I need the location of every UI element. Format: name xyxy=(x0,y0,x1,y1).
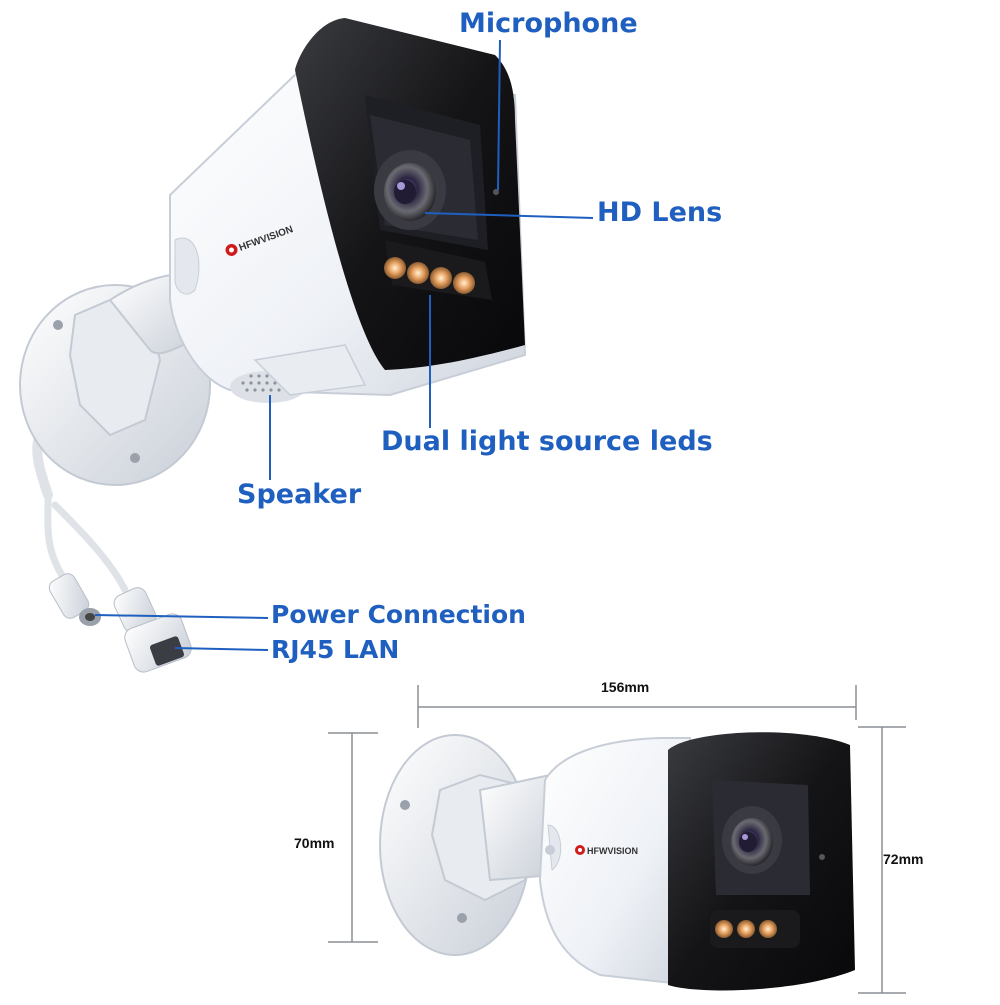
length-dimension: 156mm xyxy=(601,679,650,695)
bottom-housing xyxy=(538,737,691,987)
base-height-dimension: 70mm xyxy=(294,835,335,851)
microphone-label: Microphone xyxy=(459,8,638,39)
leader-lines xyxy=(94,39,594,651)
bottom-lens xyxy=(722,806,782,874)
bottom-brand-logo: HFWVISION xyxy=(575,845,638,856)
dual-leds-label: Dual light source leds xyxy=(381,426,713,457)
bottom-led-array xyxy=(710,910,800,948)
led-array xyxy=(384,240,492,300)
top-camera: HFWVISION xyxy=(19,18,527,673)
power-connector xyxy=(48,573,101,626)
dimension-lines xyxy=(328,685,906,994)
speaker-label: Speaker xyxy=(237,479,362,510)
rj45-lan-label: RJ45 LAN xyxy=(271,635,400,664)
front-height-dimension: 72mm xyxy=(883,851,924,867)
bottom-microphone-hole xyxy=(819,854,825,860)
bottom-mount xyxy=(379,734,557,956)
svg-text:HFWVISION: HFWVISION xyxy=(587,846,638,856)
hd-lens xyxy=(374,150,446,230)
power-connection-label: Power Connection xyxy=(271,600,526,629)
microphone-hole xyxy=(493,189,499,195)
hd-lens-label: HD Lens xyxy=(597,197,723,228)
rj45-connector xyxy=(113,587,192,673)
bottom-camera: HFWVISION xyxy=(379,732,855,991)
